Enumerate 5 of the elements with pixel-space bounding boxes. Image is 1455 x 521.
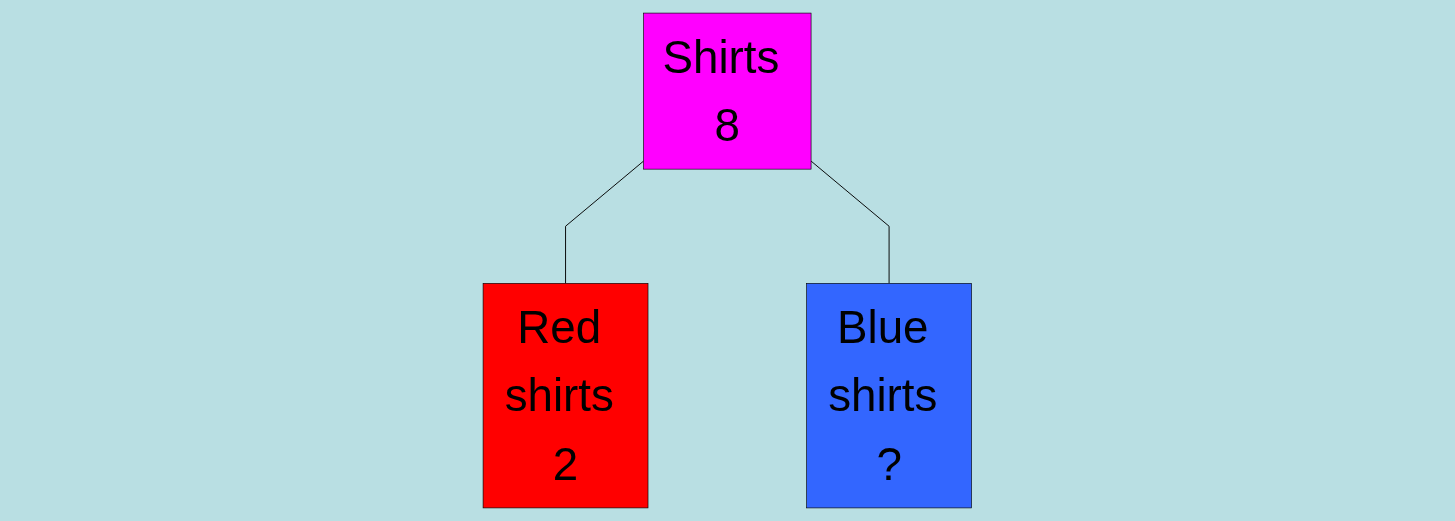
connector — [565, 160, 645, 284]
node-box: Red shirts 2 — [482, 283, 649, 509]
node-box: Shirts 8 — [643, 12, 812, 170]
node-box: Blue shirts ? — [806, 283, 973, 509]
connector — [810, 160, 890, 284]
